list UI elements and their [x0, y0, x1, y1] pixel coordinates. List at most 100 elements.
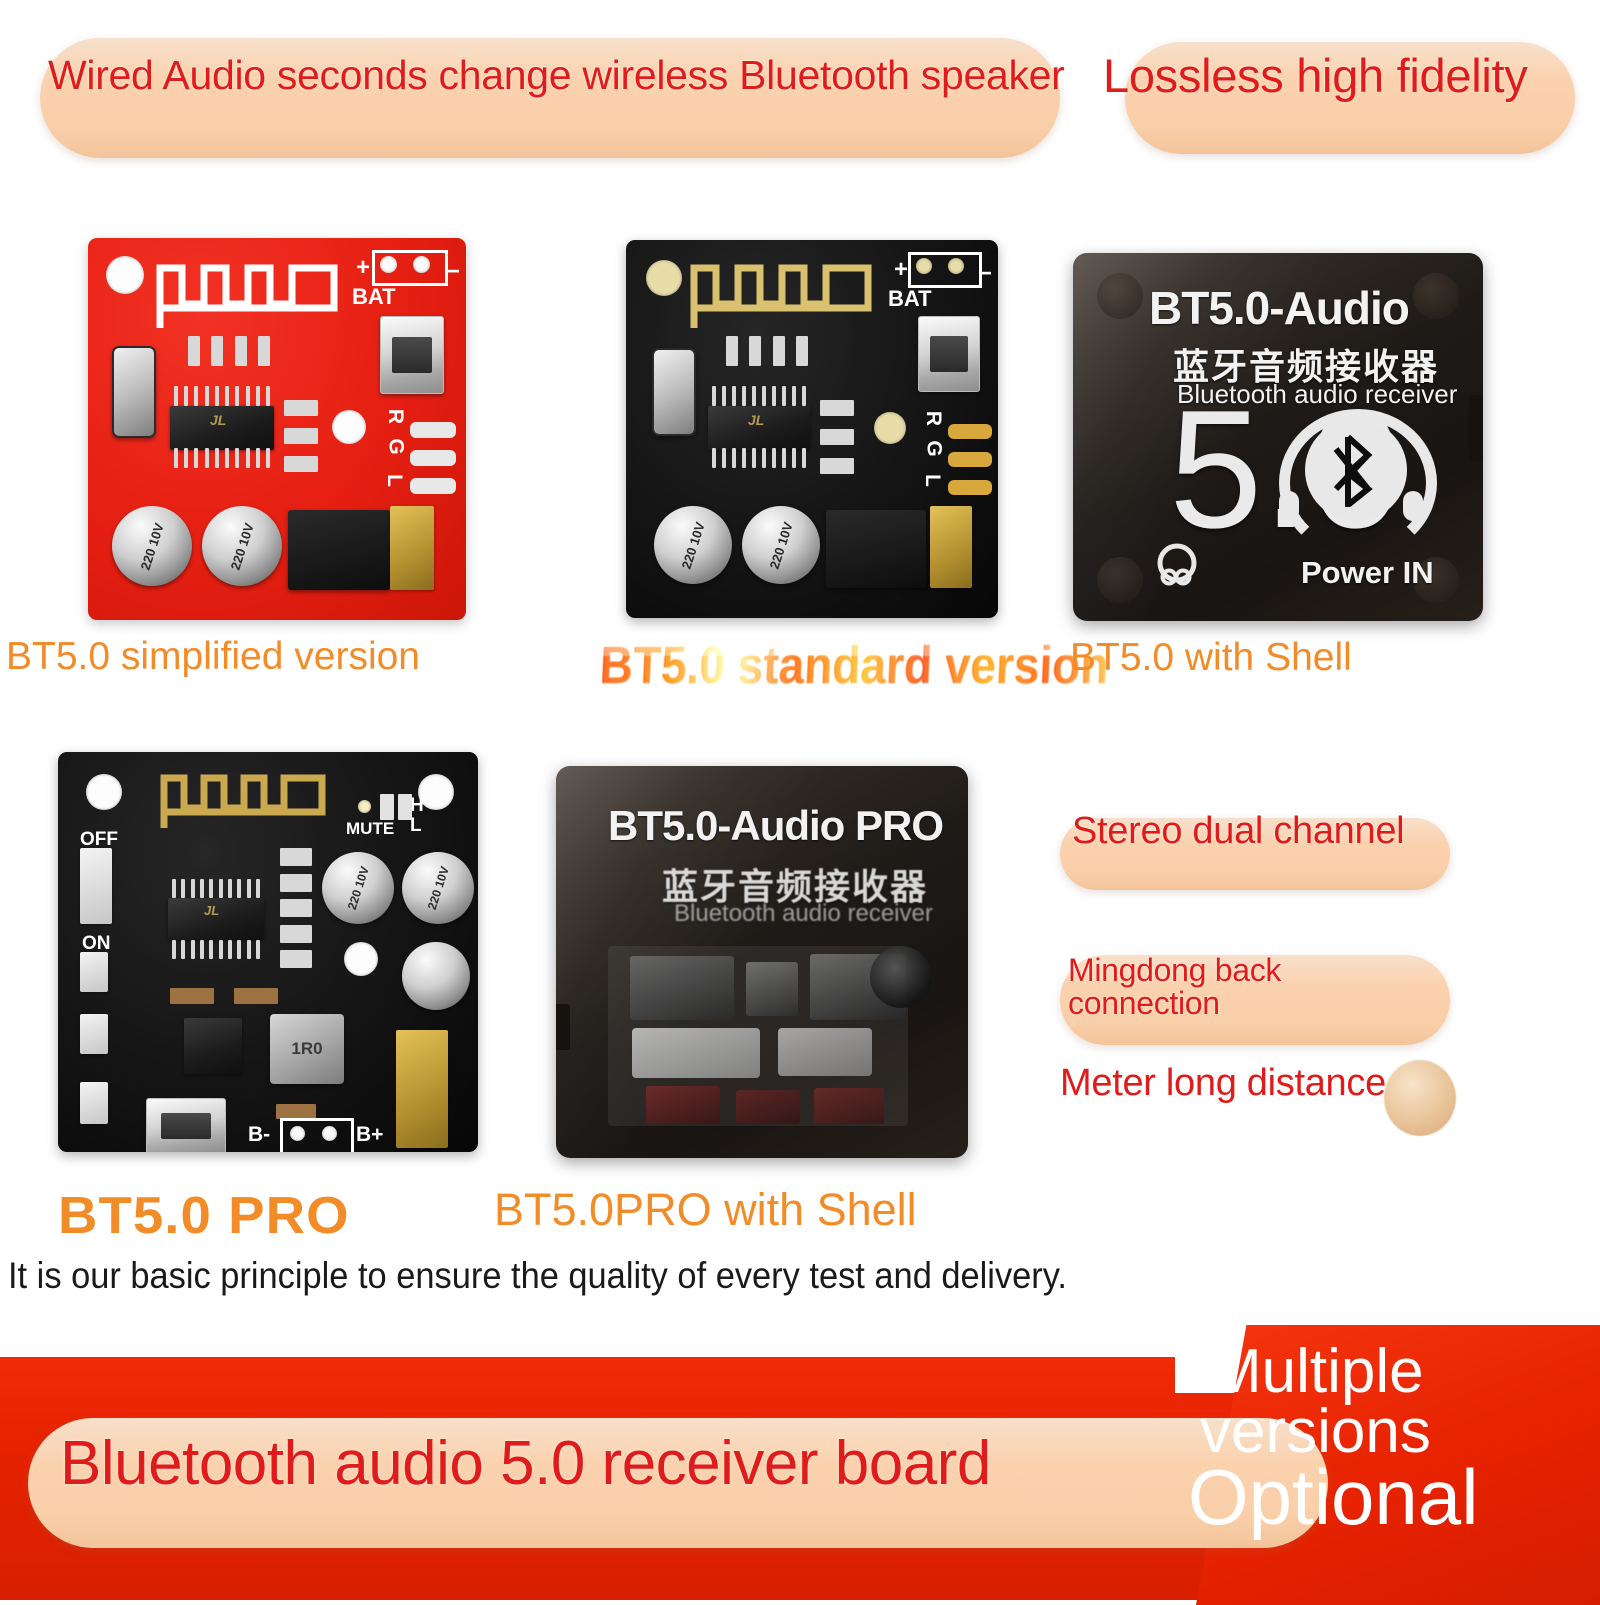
silk-G: G [384, 438, 408, 455]
smd-pad-row [726, 336, 808, 366]
silk-G: G [922, 440, 946, 457]
footer-title-pill [28, 1418, 1328, 1548]
capacitor-value: 220 10V [344, 864, 372, 912]
output-pad [948, 480, 992, 495]
product-image-bt50-simplified: + − BAT JL L G R [88, 238, 466, 620]
shielded-inductor [826, 510, 926, 588]
resistor [170, 988, 214, 1004]
tactile-button [80, 952, 108, 992]
silk-h: H [410, 795, 424, 816]
silk-off: OFF [80, 829, 118, 850]
output-pad [948, 452, 992, 467]
smd-pad-row [188, 336, 270, 366]
shielded-inductor [288, 510, 390, 590]
top-left-banner-text: Wired Audio seconds change wireless Blue… [48, 52, 1065, 98]
electrolytic-capacitor: 220 10V [402, 852, 474, 924]
side-port [556, 1004, 570, 1050]
battery-pad [290, 1126, 305, 1141]
mounting-hole [418, 774, 454, 810]
shell-subtitle-cn: 蓝牙音频接收器 [1173, 346, 1440, 387]
capacitor-value: 220 10V [424, 864, 452, 912]
footer-optional-line1: Multiple [1210, 1337, 1424, 1406]
audio-jack-hole [870, 946, 932, 1008]
product-image-bt50-pro-with-shell: BT5.0-Audio PRO 蓝牙音频接收器 Bluetooth audio … [556, 766, 968, 1158]
chip-pins-bottom [172, 940, 260, 959]
screw-boss [1413, 557, 1459, 603]
silk-R: R [922, 410, 946, 427]
battery-pad [322, 1126, 337, 1141]
bluetooth-icon [1333, 434, 1373, 507]
caption-bt50-pro-with-shell: BT5.0PRO with Shell [494, 1184, 917, 1235]
headset-arc-icon [1279, 409, 1437, 557]
inductor-value: 1R0 [291, 1039, 323, 1058]
pro-shell-subtitle-en: Bluetooth audio receiver [674, 900, 933, 927]
electrolytic-capacitor: 220 10V [322, 852, 394, 924]
top-left-banner-pill [40, 38, 1060, 158]
mounting-hole [874, 412, 906, 444]
pcb-antenna-icon [156, 264, 338, 328]
crystal-oscillator [112, 346, 156, 438]
pro-shell-title: BT5.0-Audio PRO [608, 802, 944, 849]
audio-jack [930, 506, 972, 588]
audio-chip: JL [170, 406, 274, 450]
bat-pad [916, 258, 932, 274]
top-right-banner-text: Lossless high fidelity [1103, 49, 1528, 102]
audio-chip: JL [168, 898, 264, 940]
silk-l: L [410, 815, 422, 836]
bat-pad [380, 256, 397, 273]
headset-ear-icon [1403, 491, 1423, 521]
output-pad [410, 450, 456, 466]
silk-bat-label: BAT [888, 286, 932, 311]
caption-bt50-with-shell: BT5.0 with Shell [1070, 636, 1352, 679]
capacitor-value: 220 10V [137, 520, 167, 572]
footer-optional-line3: Optional [1188, 1453, 1479, 1541]
jumper-pad [398, 794, 412, 820]
pro-shell-subtitle-cn: 蓝牙音频接收器 [662, 866, 929, 907]
power-inductor: 1R0 [270, 1014, 344, 1084]
micro-usb-port [146, 1098, 226, 1152]
feature-pill-mingdong [1060, 955, 1450, 1045]
silk-on: ON [82, 933, 111, 954]
crystal-oscillator [652, 348, 696, 436]
shell-title: BT5.0-Audio [1149, 282, 1410, 334]
caption-bt50-simplified: BT5.0 simplified version [6, 635, 420, 678]
audio-chip: JL [708, 406, 810, 450]
capacitor-value: 220 10V [678, 519, 708, 571]
top-right-banner-pill [1125, 42, 1575, 154]
screw-boss [1097, 273, 1143, 319]
mounting-hole [86, 774, 122, 810]
tactile-button [80, 1014, 108, 1054]
pcb-antenna-icon [690, 264, 872, 328]
silk-minus: − [446, 258, 461, 285]
silk-L: L [382, 474, 406, 487]
quality-tagline: It is our basic principle to ensure the … [8, 1255, 1067, 1296]
pcb-antenna-icon [160, 774, 326, 828]
silk-R: R [384, 408, 408, 425]
silk-plus: + [356, 254, 371, 281]
product-image-bt50-standard: + − BAT JL L G R [626, 240, 998, 618]
mounting-hole [344, 942, 378, 976]
output-pad [948, 424, 992, 439]
silk-mute: MUTE [346, 819, 395, 838]
chip-pins-top [172, 879, 260, 898]
mute-led [358, 800, 371, 813]
shell-power-label: Power IN [1301, 555, 1434, 590]
silk-bat-label: BAT [352, 284, 396, 309]
chip-pins-bottom [712, 448, 806, 468]
feature-label-mingdong-line1: Mingdong back [1068, 952, 1282, 988]
chip-pins-top [174, 386, 270, 406]
tactile-button [80, 1082, 108, 1124]
bat-pad [413, 256, 430, 273]
shell-subtitle-en: Bluetooth audio receiver [1177, 379, 1458, 409]
feature-label-distance: Meter long distance [1060, 1062, 1386, 1104]
side-port [1469, 395, 1483, 461]
resistor-array [284, 400, 318, 472]
caption-bt50-standard-glitched: BT5.0 standard version [598, 635, 1111, 695]
silk-b-minus: B- [248, 1123, 271, 1146]
caption-bt50-pro: BT5.0 PRO [58, 1187, 350, 1245]
silk-b-plus: B+ [356, 1123, 384, 1146]
power-ic [184, 1018, 242, 1074]
electrolytic-capacitor: 220 10V [654, 506, 732, 584]
mounting-hole [332, 410, 366, 444]
